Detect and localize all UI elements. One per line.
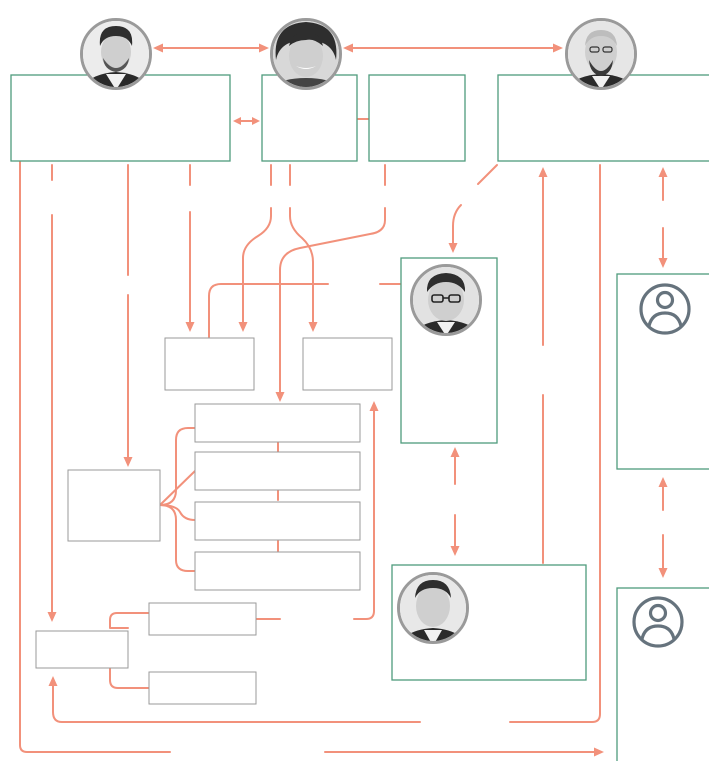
avatar-person-2[interactable] xyxy=(270,18,342,92)
arrow-right-icon xyxy=(594,747,604,757)
connector-line xyxy=(242,207,272,326)
arrow-down-icon xyxy=(185,322,195,332)
entity-box[interactable] xyxy=(194,403,361,443)
connector-line xyxy=(279,207,386,396)
arrow-up-icon xyxy=(48,676,58,686)
unknown-person-1-icon[interactable] xyxy=(639,283,691,335)
connector-line xyxy=(109,667,150,689)
arrow-down-icon xyxy=(450,546,460,556)
entity-box[interactable] xyxy=(616,273,709,470)
arrow-up-icon xyxy=(658,477,668,487)
connector-line xyxy=(159,427,196,506)
entity-boxes xyxy=(10,74,709,761)
arrow-up-icon xyxy=(538,167,548,177)
connector-line xyxy=(509,164,601,723)
arrow-down-icon xyxy=(658,568,668,578)
arrow-down-icon xyxy=(658,258,668,268)
arrow-down-icon xyxy=(448,243,458,253)
entity-box[interactable] xyxy=(616,587,709,761)
connector-line xyxy=(19,161,171,753)
connector-line xyxy=(452,204,462,247)
arrow-up-icon xyxy=(658,167,668,177)
arrow-right-icon xyxy=(259,43,269,53)
connector-line xyxy=(159,504,196,572)
avatar-person-1[interactable] xyxy=(78,18,154,100)
unknown-person-2-icon[interactable] xyxy=(632,596,684,648)
avatar-person-3[interactable] xyxy=(562,18,640,100)
connector-line xyxy=(353,409,375,620)
entity-box[interactable] xyxy=(194,551,361,591)
entity-box[interactable] xyxy=(164,337,255,391)
entity-box[interactable] xyxy=(302,337,393,391)
arrow-down-icon xyxy=(123,457,133,467)
entity-box[interactable] xyxy=(368,74,466,162)
connector-line xyxy=(52,684,421,723)
avatar-person-4[interactable] xyxy=(406,264,486,346)
arrow-left-icon xyxy=(233,117,241,125)
connector-line xyxy=(159,504,196,521)
arrow-up-icon xyxy=(369,401,379,411)
entity-box[interactable] xyxy=(67,469,161,542)
connector-line xyxy=(477,164,498,185)
connector-line xyxy=(208,283,329,338)
arrow-down-icon xyxy=(47,612,57,622)
arrow-heads xyxy=(47,43,668,757)
connector-lines xyxy=(19,47,664,753)
connector-line xyxy=(109,612,150,629)
arrow-up-icon xyxy=(450,447,460,457)
entity-box[interactable] xyxy=(194,501,361,541)
entity-box[interactable] xyxy=(148,602,257,636)
entity-box[interactable] xyxy=(194,451,361,491)
entity-box[interactable] xyxy=(35,630,129,669)
connector-line xyxy=(289,207,314,326)
arrow-left-icon xyxy=(343,43,353,53)
avatar-person-5[interactable] xyxy=(394,572,472,654)
arrow-down-icon xyxy=(308,322,318,332)
arrow-down-icon xyxy=(238,322,248,332)
arrow-down-icon xyxy=(275,392,285,402)
arrow-right-icon xyxy=(553,43,563,53)
arrow-right-icon xyxy=(252,117,260,125)
entity-box[interactable] xyxy=(148,671,257,705)
arrow-left-icon xyxy=(153,43,163,53)
connector-line xyxy=(159,470,196,506)
